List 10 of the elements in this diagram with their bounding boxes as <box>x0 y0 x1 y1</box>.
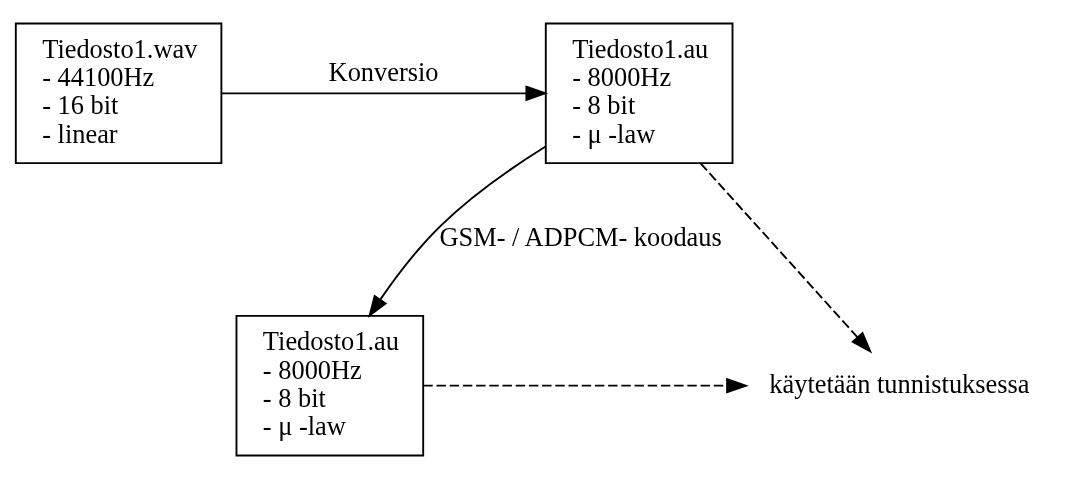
arrow <box>699 162 873 354</box>
arrow <box>368 145 547 318</box>
node-box: Tiedosto1.wav - 44100Hz - 16 bit - linear <box>14 22 223 165</box>
node-box: Tiedosto1.au - 8000Hz - 8 bit - μ -law <box>544 22 734 165</box>
arrow <box>220 85 549 102</box>
edge-label: Konversio <box>328 56 439 87</box>
arrow <box>422 377 749 394</box>
edge-label: GSM- / ADPCM- koodaus <box>439 222 722 253</box>
node-box: Tiedosto1.au - 8000Hz - 8 bit - μ -law <box>235 314 425 457</box>
node-text: käytetään tunnistuksessa <box>769 368 1030 399</box>
